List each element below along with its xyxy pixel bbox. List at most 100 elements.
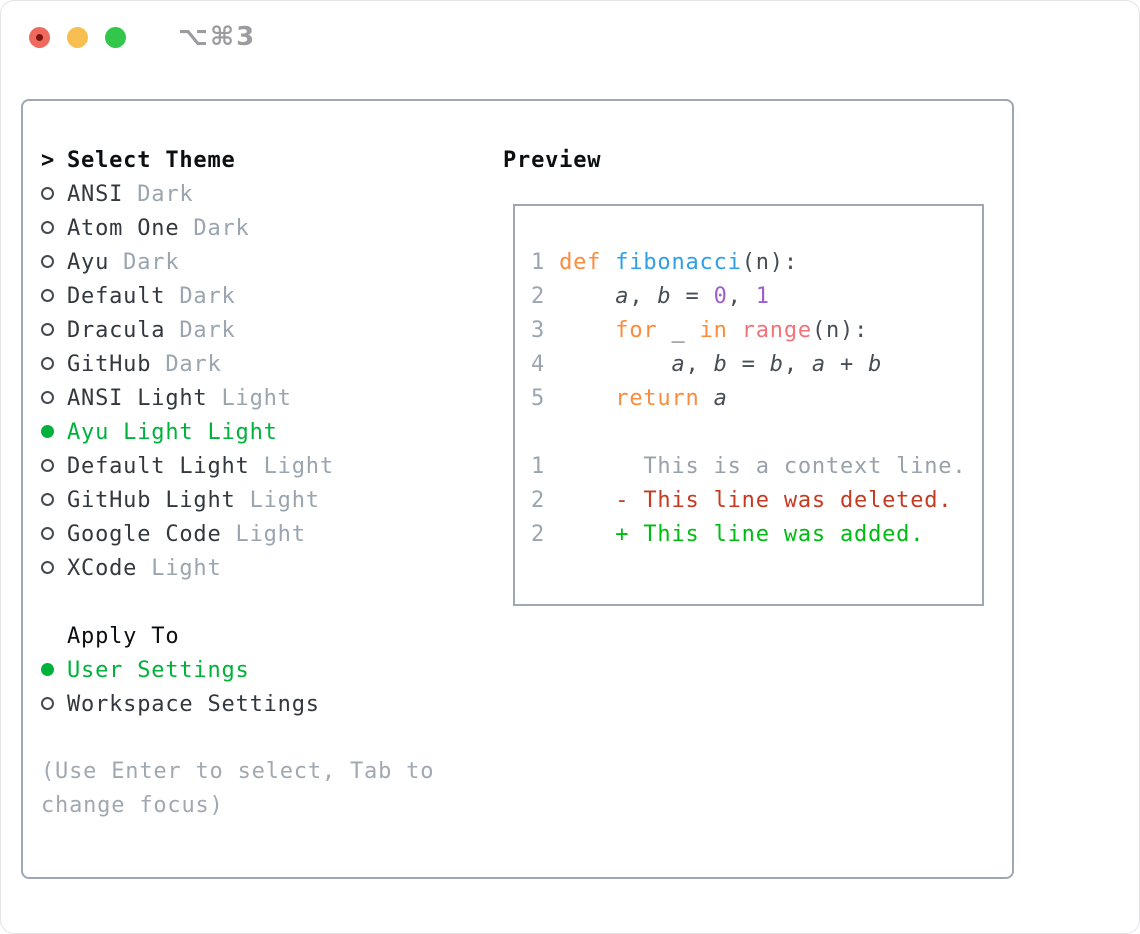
radio-unselected-icon [41, 391, 54, 404]
code-token-var: a [811, 352, 826, 377]
option-label: GitHub Light [67, 487, 236, 513]
preview-title: Preview [503, 147, 602, 173]
code-token-add: + This line was added. [545, 522, 925, 547]
theme-option-ayu[interactable]: Ayu Dark [41, 245, 503, 279]
code-token-plain: _ [657, 318, 700, 343]
option-label: Ayu [67, 249, 110, 275]
code-token-kw: def [559, 250, 602, 275]
code-token-plain: , [629, 284, 658, 309]
theme-option-github[interactable]: GitHub Dark [41, 347, 503, 381]
code-token-plain: , [727, 284, 756, 309]
theme-option-google-code[interactable]: Google Code Light [41, 517, 503, 551]
theme-option-ayu-light[interactable]: Ayu Light Light [41, 415, 503, 449]
theme-option-github-light[interactable]: GitHub Light Light [41, 483, 503, 517]
radio-unselected-icon [41, 561, 54, 574]
zoom-button[interactable] [105, 26, 126, 48]
select-theme-title: Select Theme [67, 147, 236, 173]
option-label: ANSI Light [67, 385, 208, 411]
option-variant-tag: Dark [151, 351, 222, 377]
code-token-plain: + [825, 352, 869, 377]
code-token-plain [601, 250, 615, 275]
option-variant-tag: Dark [179, 215, 250, 241]
line-number: 2 [531, 522, 546, 547]
blank-line [531, 420, 982, 454]
option-variant-tag: Light [221, 521, 306, 547]
radio-unselected-icon [41, 697, 54, 710]
code-token-plain: , [783, 352, 812, 377]
theme-option-xcode[interactable]: XCode Light [41, 551, 503, 585]
theme-option-default-light[interactable]: Default Light Light [41, 449, 503, 483]
code-token-plain: (n): [741, 250, 798, 275]
option-label: Atom One [67, 215, 180, 241]
line-number: 4 [531, 352, 546, 377]
option-variant-tag: Dark [109, 249, 180, 275]
preview-line: 2 a, b = 0, 1 [531, 284, 982, 318]
preview-line: 1 def fibonacci(n): [531, 250, 982, 284]
code-token-plain [728, 318, 742, 343]
option-label: User Settings [67, 657, 250, 683]
radio-unselected-icon [41, 527, 54, 540]
preview-line: 2 + This line was added. [531, 522, 982, 556]
option-variant-tag: Light [207, 385, 292, 411]
code-token-plain [545, 250, 559, 275]
option-variant-tag: Dark [123, 181, 194, 207]
code-token-var: a [713, 386, 728, 411]
code-token-var: b [868, 352, 883, 377]
close-button[interactable] [29, 26, 50, 48]
theme-option-dracula[interactable]: Dracula Dark [41, 313, 503, 347]
preview-line: 3 for _ in range(n): [531, 318, 982, 352]
preview-line: 1 This is a context line. [531, 454, 982, 488]
option-variant-tag: Light [235, 487, 320, 513]
code-token-plain: (n): [811, 318, 869, 343]
code-token-plain: = [727, 352, 770, 377]
code-token-plain: = [671, 284, 714, 309]
option-label: Workspace Settings [67, 691, 320, 717]
line-number: 1 [531, 454, 546, 479]
code-token-var: b [769, 352, 784, 377]
theme-option-default[interactable]: Default Dark [41, 279, 503, 313]
radio-unselected-icon [41, 493, 54, 506]
option-label: Default [67, 283, 166, 309]
minimize-button[interactable] [67, 26, 88, 48]
theme-option-atom-one[interactable]: Atom One Dark [41, 211, 503, 245]
line-number: 2 [531, 488, 546, 513]
radio-unselected-icon [41, 357, 54, 370]
radio-selected-icon [41, 663, 54, 676]
apply-option-user-settings[interactable]: User Settings [41, 653, 503, 687]
code-token-plain [545, 386, 615, 411]
theme-option-ansi[interactable]: ANSI Dark [41, 177, 503, 211]
radio-unselected-icon [41, 187, 54, 200]
option-label: Dracula [67, 317, 166, 343]
option-variant-tag: Dark [165, 317, 236, 343]
code-token-const: 1 [755, 284, 770, 309]
radio-unselected-icon [41, 289, 54, 302]
apply-to-header: Apply To [41, 619, 503, 653]
apply-option-workspace-settings[interactable]: Workspace Settings [41, 687, 503, 721]
code-token-del: - This line was deleted. [545, 488, 953, 513]
code-token-const: 0 [713, 284, 728, 309]
preview-column: Preview 1 def fibonacci(n):2 a, b = 0, 1… [503, 143, 1012, 877]
preview-header: Preview [503, 143, 1012, 177]
apply-to-title: Apply To [67, 623, 180, 649]
radio-unselected-icon [41, 459, 54, 472]
line-number: 2 [531, 284, 546, 309]
radio-unselected-icon [41, 323, 54, 336]
window-title: ⌥⌘3 [178, 22, 257, 52]
option-label: XCode [67, 555, 138, 581]
preview-line: 2 - This line was deleted. [531, 488, 982, 522]
theme-option-ansi-light[interactable]: ANSI Light Light [41, 381, 503, 415]
code-token-var: b [713, 352, 728, 377]
code-token-kw: in [699, 318, 728, 343]
radio-unselected-icon [41, 221, 54, 234]
code-token-builtin: range [741, 318, 812, 343]
line-number: 1 [531, 250, 546, 275]
code-token-plain [545, 318, 615, 343]
line-number: 5 [531, 386, 546, 411]
option-label: Google Code [67, 521, 222, 547]
option-label: Default Light [67, 453, 250, 479]
